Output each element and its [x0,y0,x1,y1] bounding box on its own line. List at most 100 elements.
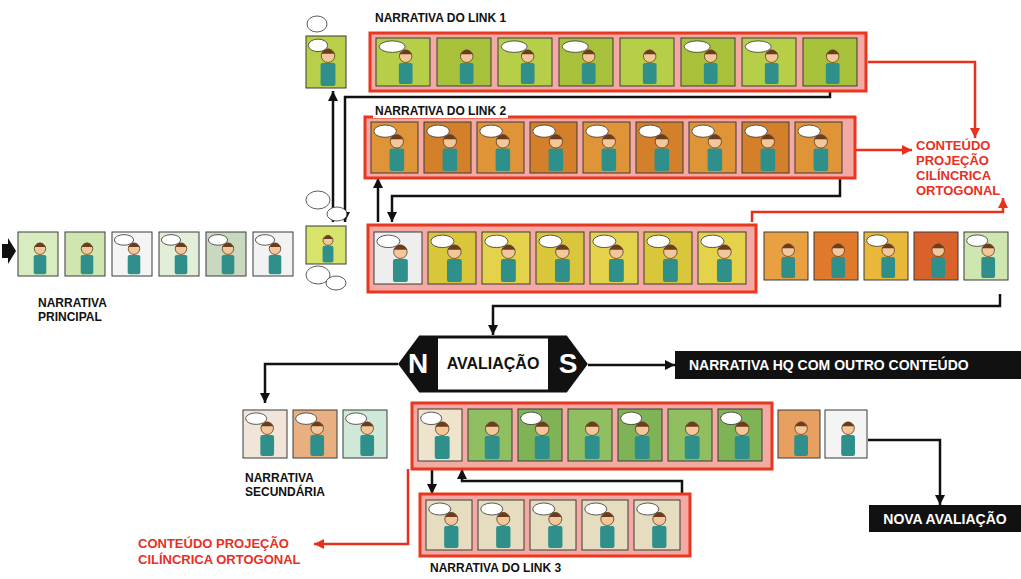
comic-panel [426,500,472,550]
comic-panel [374,232,422,284]
comic-panel [478,500,524,550]
panel-border [803,38,857,86]
figure-head [556,245,570,259]
figure-head [704,50,716,62]
figure-head [311,422,323,434]
speech-bubble [308,39,327,51]
speech-bubble [307,16,327,32]
comic-panel [65,232,105,276]
figure-hair [826,50,838,55]
panel-border [18,232,58,276]
comic-panel [206,232,246,276]
figure-body [931,257,945,278]
comic-panel [634,500,680,550]
speech-bubble [327,207,347,221]
figure-head [795,422,807,434]
panel-border [468,409,512,461]
speech-bubble [798,125,821,137]
content-arrow [752,198,1003,222]
comic-panel [371,122,418,173]
speech-bubble [161,235,180,246]
speech-bubble [585,503,607,515]
figure-body [496,149,511,171]
figure-body [34,255,47,274]
figure-head [602,135,615,148]
figure-head [708,135,721,148]
figure-body [128,255,141,274]
figure-head [882,244,894,256]
comic-panel [536,232,584,284]
panel-border [243,410,287,458]
figure-body [881,257,895,278]
panel-border [583,122,630,173]
figure-head [601,513,614,526]
decision-hexagon: NAVALIAÇÃOS [398,335,588,393]
figure-body [761,149,776,171]
panel-border [306,36,346,88]
comic-panel [795,122,842,173]
comic-panel [306,36,346,88]
figure-body [635,436,650,459]
node-label: NARRATIVA SECUNDÁRIA [245,471,345,499]
comic-panel [718,409,762,461]
figure-head [585,422,599,436]
comic-panel [742,122,789,173]
comic-panel [825,410,867,458]
highlight-frame [412,403,772,469]
figure-head [175,243,186,254]
figure-head [445,513,458,526]
figure-head [832,244,844,256]
figure-hair [585,422,599,427]
comic-panel [159,232,199,276]
panel-border [795,122,842,173]
figure-head [549,135,562,148]
flow-arrow [265,364,398,403]
panel-border [914,232,958,280]
comic-panel [112,232,152,276]
panel-border [582,500,628,550]
comic-panel [636,122,683,173]
panel-border [371,122,418,173]
figure-hair [485,422,499,427]
figure-hair [932,244,944,249]
panel-border [681,38,735,86]
speech-bubble [692,125,715,137]
figure-body [582,63,596,84]
figure-head [782,244,794,256]
figure-head [610,245,624,259]
speech-bubble [246,413,267,425]
comic-panel [681,38,735,86]
content-arrow [868,62,975,138]
outcome-bar: NOVA AVALIAÇÃO [869,505,1021,532]
node-label: NOVA AVALIAÇÃO [883,510,1006,528]
figure-head [261,422,273,434]
node-label: NARRATIVA DO LINK 1 [373,11,508,25]
speech-bubble [429,503,451,515]
speech-bubble [421,412,442,424]
figure-head [635,422,649,436]
link-strip: NARRATIVA DO LINK 3 [420,494,690,556]
figure-head [435,422,449,436]
panel-border [742,122,789,173]
start-arrow [2,238,16,264]
panel-border [530,500,576,550]
comic-panel [428,232,476,284]
comic-panel [644,232,692,284]
figure-hair [782,244,794,249]
panel-border [814,232,858,280]
speech-bubble [745,41,771,53]
panel-border [374,232,422,284]
narrative-strip: NARRATIVA PRINCIPAL [10,222,1015,294]
comic-panel [864,232,908,280]
node-label: CONTEÚDO PROJEÇÃO CILÍNCRICA ORTOGONAL [916,138,1016,198]
flow-arrow [868,440,940,505]
speech-bubble [481,503,503,515]
comic-panel [306,226,346,264]
figure-head [643,50,655,62]
speech-bubble [374,125,397,137]
figure-hair [795,422,807,427]
link-strip: NARRATIVA DO LINK 1 [303,33,868,91]
figure-head [394,245,408,259]
panel-border [428,232,476,284]
